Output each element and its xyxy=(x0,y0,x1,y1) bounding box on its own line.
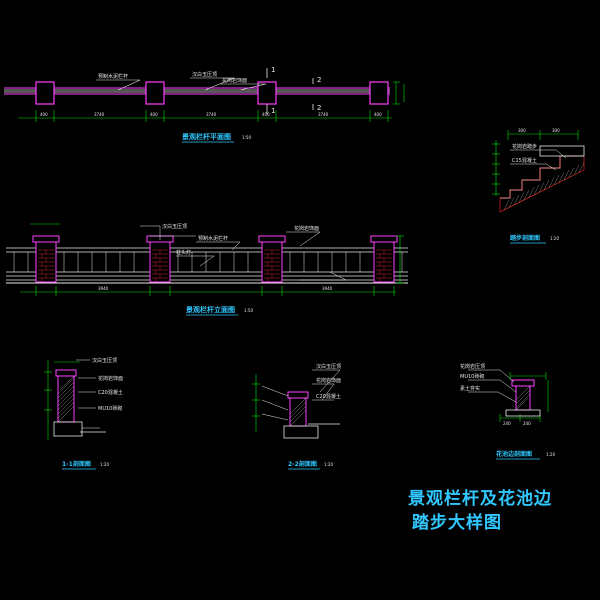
section-1-view: 汉白玉压顶 花岗岩饰面 C20混凝土 MU10砖砌 1-1剖面图 1:20 xyxy=(44,357,123,470)
plan-dim-1: 400 xyxy=(40,112,48,117)
sec1-note-4: MU10砖砌 xyxy=(98,405,122,412)
step-section-view: 300 300 花岗岩踏步 C15混凝土 踏步剖面图 1:20 xyxy=(492,128,585,244)
drawing-title-line-1: 景观栏杆及花池边 xyxy=(408,489,552,509)
sec1-note-1: 汉白玉压顶 xyxy=(92,357,117,364)
plan-dim-7: 400 xyxy=(374,112,382,117)
section-2-view: 汉白玉压顶 花岗岩饰面 C20混凝土 2-2剖面图 1:20 xyxy=(252,363,341,470)
planter-caption: 花池边剖面图 xyxy=(496,450,532,458)
elevation-caption: 景观栏杆立面图 xyxy=(185,305,235,314)
step-caption: 踏步剖面图 xyxy=(510,234,540,242)
plan-note-2: 汉白玉压顶 xyxy=(192,71,217,78)
sec2-note-1: 汉白玉压顶 xyxy=(316,363,341,370)
plan-dim-5: 400 xyxy=(262,112,270,117)
elev-dim-2: 3940 xyxy=(322,286,333,291)
elev-note-3: 花岗岩饰面 xyxy=(294,225,319,232)
section-1-wall xyxy=(57,375,75,423)
plan-dim-2: 3740 xyxy=(94,112,105,117)
sec1-note-3: C20混凝土 xyxy=(98,389,123,396)
plan-dim-4: 3740 xyxy=(206,112,217,117)
sec2-note-2: 花岗岩饰面 xyxy=(316,377,341,384)
section-2-wall xyxy=(289,397,307,427)
planter-note-1: 花岗岩压顶 xyxy=(460,363,485,370)
step-dim-2: 300 xyxy=(552,128,560,133)
elevation-scale: 1:50 xyxy=(244,308,253,313)
sec1-note-2: 花岗岩饰面 xyxy=(98,375,123,382)
step-concrete-base xyxy=(499,155,585,213)
plan-note-1: 预制水泥栏杆 xyxy=(98,73,128,80)
plan-dim-3: 400 xyxy=(150,112,158,117)
section-2-caption: 2-2剖面图 xyxy=(288,460,317,468)
planter-scale: 1:20 xyxy=(546,452,555,457)
section-2-scale: 1:20 xyxy=(324,462,333,467)
elev-note-2: 预制水泥栏杆 xyxy=(198,235,228,242)
plan-note-3: 花岗岩饰面 xyxy=(222,77,247,84)
planter-note-2: MU10砖砌 xyxy=(460,373,484,380)
step-scale: 1:20 xyxy=(550,236,559,241)
elevation-view: 汉白玉压顶 预制水泥栏杆 花岗岩饰面 柱头灯 3940 3940 景观栏杆立面图… xyxy=(6,223,408,316)
section-mark-2-top: 2 xyxy=(317,76,321,84)
drawing-title: 景观栏杆及花池边 踏步大样图 xyxy=(408,487,552,535)
elev-dim-1: 3940 xyxy=(98,286,109,291)
plan-post-1 xyxy=(35,81,55,105)
plan-caption: 景观栏杆平面图 xyxy=(181,132,231,141)
section-mark-2-bottom: 2 xyxy=(317,104,321,112)
step-note-1: 花岗岩踏步 xyxy=(512,143,537,150)
planter-dim-1: 240 xyxy=(503,421,511,426)
plan-post-2 xyxy=(145,81,165,105)
elev-note-1: 汉白玉压顶 xyxy=(162,223,187,230)
elev-note-4: 柱头灯 xyxy=(176,249,191,256)
plan-post-4 xyxy=(369,81,389,105)
planter-dim-2: 240 xyxy=(523,421,531,426)
plan-dim-6: 3740 xyxy=(318,112,329,117)
section-mark-1-bottom: 1 xyxy=(271,107,275,115)
section-mark-1-top: 1 xyxy=(271,66,275,74)
section-1-scale: 1:20 xyxy=(100,462,109,467)
step-note-2: C15混凝土 xyxy=(512,157,537,164)
plan-scale: 1:50 xyxy=(242,135,251,140)
drawing-title-line-2: 踏步大样图 xyxy=(412,513,502,533)
plan-view: 预制水泥栏杆 汉白玉压顶 花岗岩饰面 1 1 2 2 xyxy=(4,66,405,143)
planter-section-view: 花岗岩压顶 MU10砖砌 素土夯实 240 240 花池边剖面图 1:20 xyxy=(460,363,555,460)
planter-note-3: 素土夯实 xyxy=(460,385,480,392)
step-dim-1: 300 xyxy=(518,128,526,133)
section-1-caption: 1-1剖面图 xyxy=(62,460,91,468)
sec2-note-3: C20混凝土 xyxy=(316,393,341,400)
